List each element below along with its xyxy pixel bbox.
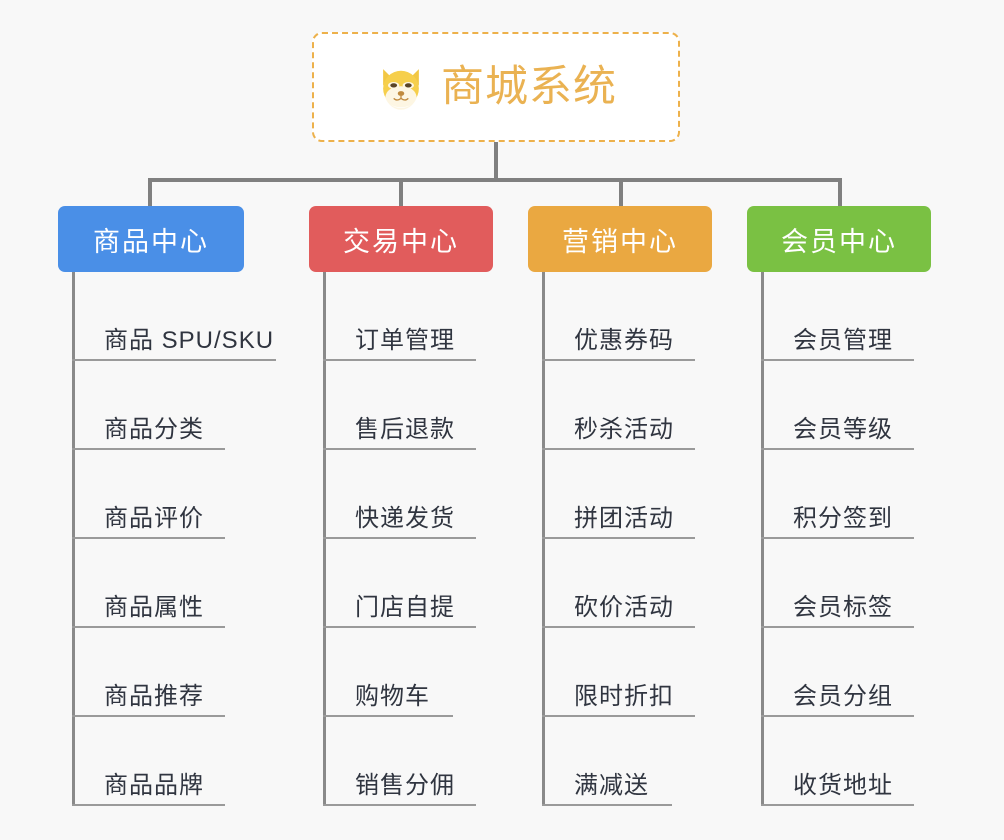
- leaf-underline: [72, 804, 225, 806]
- leaf-label: 会员标签: [793, 594, 893, 621]
- leaf-underline: [323, 359, 476, 361]
- leaf-underline: [323, 804, 476, 806]
- leaf-item[interactable]: 销售分佣: [323, 717, 476, 806]
- leaf-spine-1: [323, 272, 326, 806]
- leaf-underline: [323, 537, 476, 539]
- leaf-underline: [542, 448, 695, 450]
- leaf-column-0: 商品 SPU/SKU 商品分类 商品评价 商品属性 商品推荐 商品品牌: [72, 272, 276, 806]
- leaf-label: 商品属性: [104, 594, 204, 621]
- leaf-underline: [323, 626, 476, 628]
- root-node[interactable]: 商城系统: [312, 32, 680, 142]
- leaf-spine-2: [542, 272, 545, 806]
- category-label-1: 交易中心: [343, 226, 459, 257]
- leaf-label: 优惠券码: [574, 327, 674, 354]
- leaf-label: 砍价活动: [574, 594, 674, 621]
- leaf-item[interactable]: 会员管理: [761, 272, 914, 361]
- leaf-label: 商品分类: [104, 416, 204, 443]
- leaf-item[interactable]: 拼团活动: [542, 450, 695, 539]
- leaf-item[interactable]: 购物车: [323, 628, 455, 717]
- leaf-item[interactable]: 商品分类: [72, 361, 274, 450]
- leaf-column-1: 订单管理 售后退款 快递发货 门店自提 购物车 销售分佣: [323, 272, 476, 806]
- leaf-spine-0: [72, 272, 75, 806]
- leaf-item[interactable]: 商品推荐: [72, 628, 274, 717]
- leaf-item[interactable]: 会员标签: [761, 539, 914, 628]
- leaf-label: 购物车: [355, 683, 430, 710]
- leaf-label: 满减送: [574, 772, 649, 799]
- leaf-label: 秒杀活动: [574, 416, 674, 443]
- leaf-item[interactable]: 商品评价: [72, 450, 274, 539]
- connector-horizontal-bar: [148, 178, 840, 182]
- leaf-label: 销售分佣: [355, 772, 455, 799]
- leaf-underline: [542, 715, 695, 717]
- leaf-underline: [323, 448, 476, 450]
- leaf-spine-3: [761, 272, 764, 806]
- leaf-label: 会员管理: [793, 327, 893, 354]
- leaf-label: 门店自提: [355, 594, 455, 621]
- leaf-label: 订单管理: [355, 327, 455, 354]
- connector-root-stem: [494, 142, 498, 180]
- leaf-item[interactable]: 积分签到: [761, 450, 914, 539]
- leaf-item[interactable]: 快递发货: [323, 450, 476, 539]
- leaf-item[interactable]: 会员分组: [761, 628, 914, 717]
- leaf-column-3: 会员管理 会员等级 积分签到 会员标签 会员分组 收货地址: [761, 272, 914, 806]
- category-box-2[interactable]: 营销中心: [528, 206, 712, 272]
- leaf-underline: [72, 359, 276, 361]
- connector-drop-1: [148, 178, 152, 210]
- leaf-item[interactable]: 砍价活动: [542, 539, 695, 628]
- category-box-1[interactable]: 交易中心: [309, 206, 493, 272]
- leaf-item[interactable]: 商品属性: [72, 539, 274, 628]
- leaf-item[interactable]: 商品品牌: [72, 717, 274, 806]
- leaf-underline: [761, 537, 914, 539]
- category-label-2: 营销中心: [562, 226, 678, 257]
- leaf-underline: [761, 715, 914, 717]
- leaf-underline: [761, 448, 914, 450]
- leaf-label: 商品 SPU/SKU: [104, 327, 275, 354]
- leaf-underline: [761, 626, 914, 628]
- leaf-item[interactable]: 收货地址: [761, 717, 914, 806]
- leaf-underline: [72, 715, 225, 717]
- connector-drop-3: [619, 178, 623, 210]
- leaf-item[interactable]: 限时折扣: [542, 628, 695, 717]
- leaf-item[interactable]: 优惠券码: [542, 272, 695, 361]
- leaf-item[interactable]: 满减送: [542, 717, 674, 806]
- category-label-0: 商品中心: [93, 226, 209, 257]
- category-box-3[interactable]: 会员中心: [747, 206, 931, 272]
- category-box-0[interactable]: 商品中心: [58, 206, 244, 272]
- leaf-underline: [323, 715, 453, 717]
- leaf-label: 快递发货: [355, 505, 455, 532]
- leaf-underline: [542, 537, 695, 539]
- leaf-item[interactable]: 订单管理: [323, 272, 476, 361]
- leaf-item[interactable]: 秒杀活动: [542, 361, 695, 450]
- leaf-underline: [761, 804, 914, 806]
- leaf-label: 售后退款: [355, 416, 455, 443]
- leaf-item[interactable]: 门店自提: [323, 539, 476, 628]
- leaf-underline: [72, 626, 225, 628]
- leaf-label: 拼团活动: [574, 505, 674, 532]
- leaf-label: 商品品牌: [104, 772, 204, 799]
- leaf-underline: [72, 448, 225, 450]
- root-title: 商城系统: [441, 62, 617, 111]
- leaf-underline: [542, 804, 672, 806]
- leaf-label: 商品评价: [104, 505, 204, 532]
- leaf-underline: [761, 359, 914, 361]
- leaf-item[interactable]: 商品 SPU/SKU: [72, 272, 276, 361]
- connector-drop-2: [399, 178, 403, 210]
- leaf-label: 会员分组: [793, 683, 893, 710]
- leaf-label: 会员等级: [793, 416, 893, 443]
- category-label-3: 会员中心: [781, 226, 897, 257]
- leaf-label: 限时折扣: [574, 683, 674, 710]
- leaf-column-2: 优惠券码 秒杀活动 拼团活动 砍价活动 限时折扣 满减送: [542, 272, 695, 806]
- leaf-underline: [72, 537, 225, 539]
- dog-face-icon: [375, 61, 427, 113]
- leaf-label: 商品推荐: [104, 683, 204, 710]
- leaf-underline: [542, 359, 695, 361]
- leaf-label: 收货地址: [793, 772, 893, 799]
- leaf-item[interactable]: 售后退款: [323, 361, 476, 450]
- leaf-underline: [542, 626, 695, 628]
- leaf-label: 积分签到: [793, 505, 893, 532]
- connector-drop-4: [838, 178, 842, 210]
- leaf-item[interactable]: 会员等级: [761, 361, 914, 450]
